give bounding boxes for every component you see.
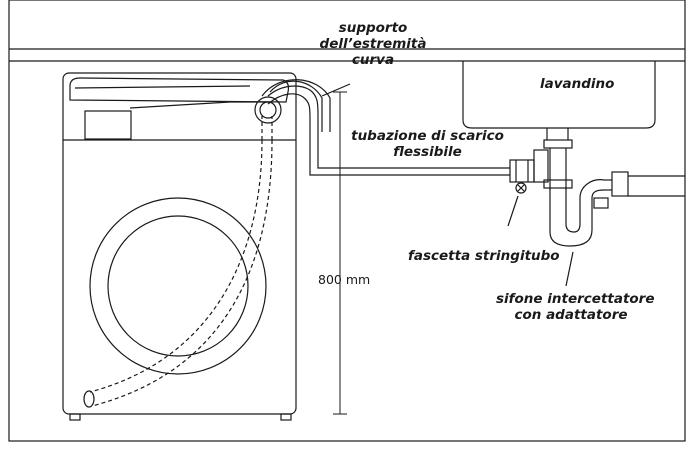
hose-outlet-inner	[259, 101, 277, 119]
label-trap-line1: sifone intercettatore	[496, 291, 655, 307]
washing-machine	[62, 72, 297, 421]
machine-foot-left	[69, 413, 81, 421]
label-drain-hose-line1: tubazione di scarico	[351, 128, 504, 144]
label-support-line2: dell’estremità	[319, 36, 427, 52]
detergent-drawer	[84, 110, 132, 140]
label-height: 800 mm	[318, 272, 371, 287]
support-leader	[321, 83, 351, 97]
hose-support-bracket	[261, 79, 331, 132]
label-clamp: fascetta stringitubo	[408, 248, 560, 264]
label-trap-line2: con adattatore	[514, 307, 628, 323]
machine-door-outer	[89, 197, 267, 375]
hose-clamp	[509, 159, 535, 194]
top-panel	[69, 77, 290, 103]
label-drain-hose-line2: flessibile	[393, 144, 462, 160]
machine-body	[62, 72, 297, 415]
label-support-line3: curva	[351, 52, 395, 68]
label-support: supporto dell’estremità curva	[318, 20, 428, 68]
label-drain-hose: tubazione di scarico flessibile	[345, 128, 510, 160]
wall-shelf	[9, 48, 685, 62]
machine-door-inner	[107, 215, 249, 357]
machine-foot-right	[280, 413, 292, 421]
drain-hose	[267, 85, 510, 176]
label-sink: lavandino	[540, 76, 615, 92]
siphon-trap	[533, 139, 685, 247]
label-trap: sifone intercettatore con adattatore	[496, 291, 655, 323]
internal-hose-end	[83, 390, 95, 408]
clamp-leader	[507, 195, 519, 227]
trap-leader	[565, 251, 574, 287]
internal-hose	[89, 116, 273, 407]
height-dimension	[333, 91, 347, 415]
hose-outlet-outer	[254, 96, 282, 124]
diagram-frame	[8, 0, 686, 442]
sink	[462, 61, 656, 140]
label-support-line1: supporto	[338, 20, 408, 36]
